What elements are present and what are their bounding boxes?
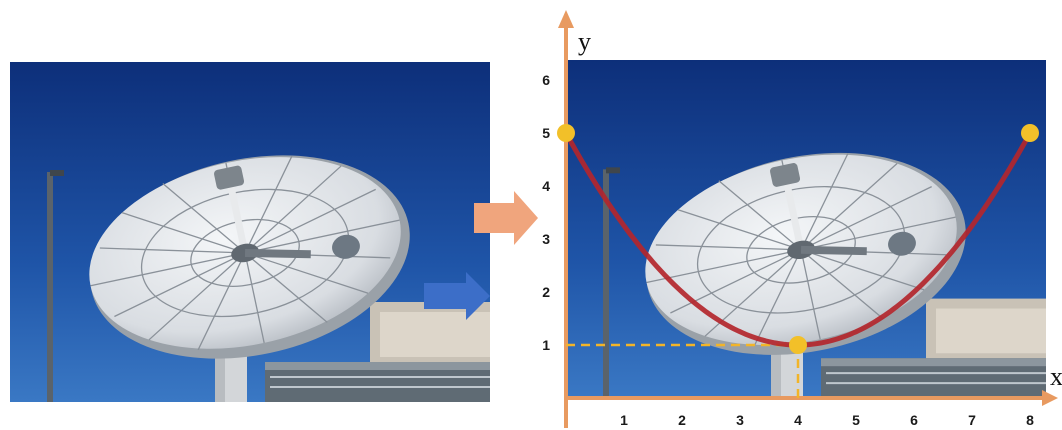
y-tick-label: 3 <box>542 231 550 247</box>
y-tick-label: 5 <box>542 125 550 141</box>
x-tick-label: 2 <box>678 412 686 428</box>
arrow-peach <box>474 191 538 245</box>
y-tick-label: 2 <box>542 284 550 300</box>
dish-photo-left <box>10 62 490 402</box>
y-axis-label: y <box>578 27 591 56</box>
x-tick-label: 5 <box>852 412 860 428</box>
x-tick-label: 8 <box>1026 412 1034 428</box>
x-tick-label: 1 <box>620 412 628 428</box>
x-axis-label: x <box>1050 362 1062 391</box>
x-tick-label: 3 <box>736 412 744 428</box>
x-tick-label: 6 <box>910 412 918 428</box>
data-point <box>557 124 575 142</box>
x-tick-label: 7 <box>968 412 976 428</box>
y-tick-label: 4 <box>542 178 550 194</box>
data-point <box>789 336 807 354</box>
arrow-blue <box>424 272 490 320</box>
y-axis-arrowhead <box>558 10 574 28</box>
y-tick-label: 6 <box>542 72 550 88</box>
x-axis-arrowhead <box>1042 390 1058 406</box>
parabola-chart: y x 1 2 3 4 5 6 7 8 1 2 3 4 5 6 <box>542 10 1062 428</box>
data-point <box>1021 124 1039 142</box>
y-tick-label: 1 <box>542 337 550 353</box>
x-tick-label: 4 <box>794 412 802 428</box>
